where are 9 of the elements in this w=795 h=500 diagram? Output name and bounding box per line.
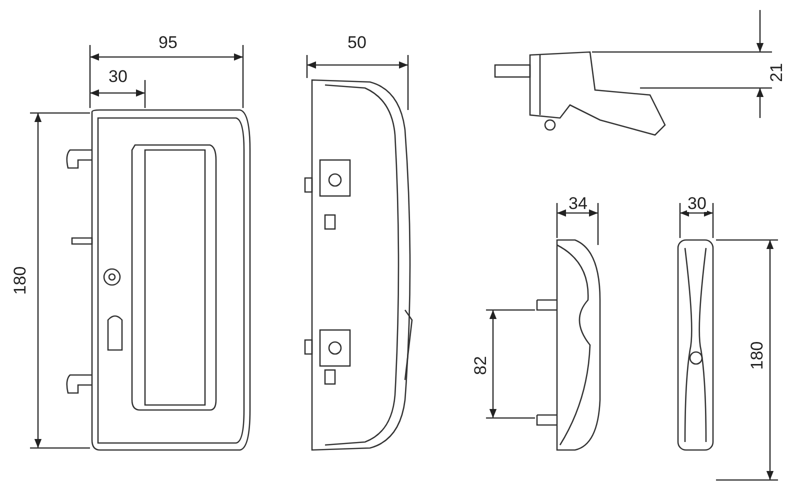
dimension-value: 180: [748, 340, 766, 370]
dimension-value: 30: [686, 194, 708, 212]
dimension-value: 30: [108, 68, 128, 84]
dimension-value: 82: [471, 354, 488, 376]
dimension-value: 34: [568, 194, 588, 212]
dimension-value: 95: [158, 34, 178, 50]
dimension-value: 180: [12, 264, 29, 296]
dimension-value: 50: [346, 34, 368, 50]
dimension-value: 21: [767, 62, 784, 82]
